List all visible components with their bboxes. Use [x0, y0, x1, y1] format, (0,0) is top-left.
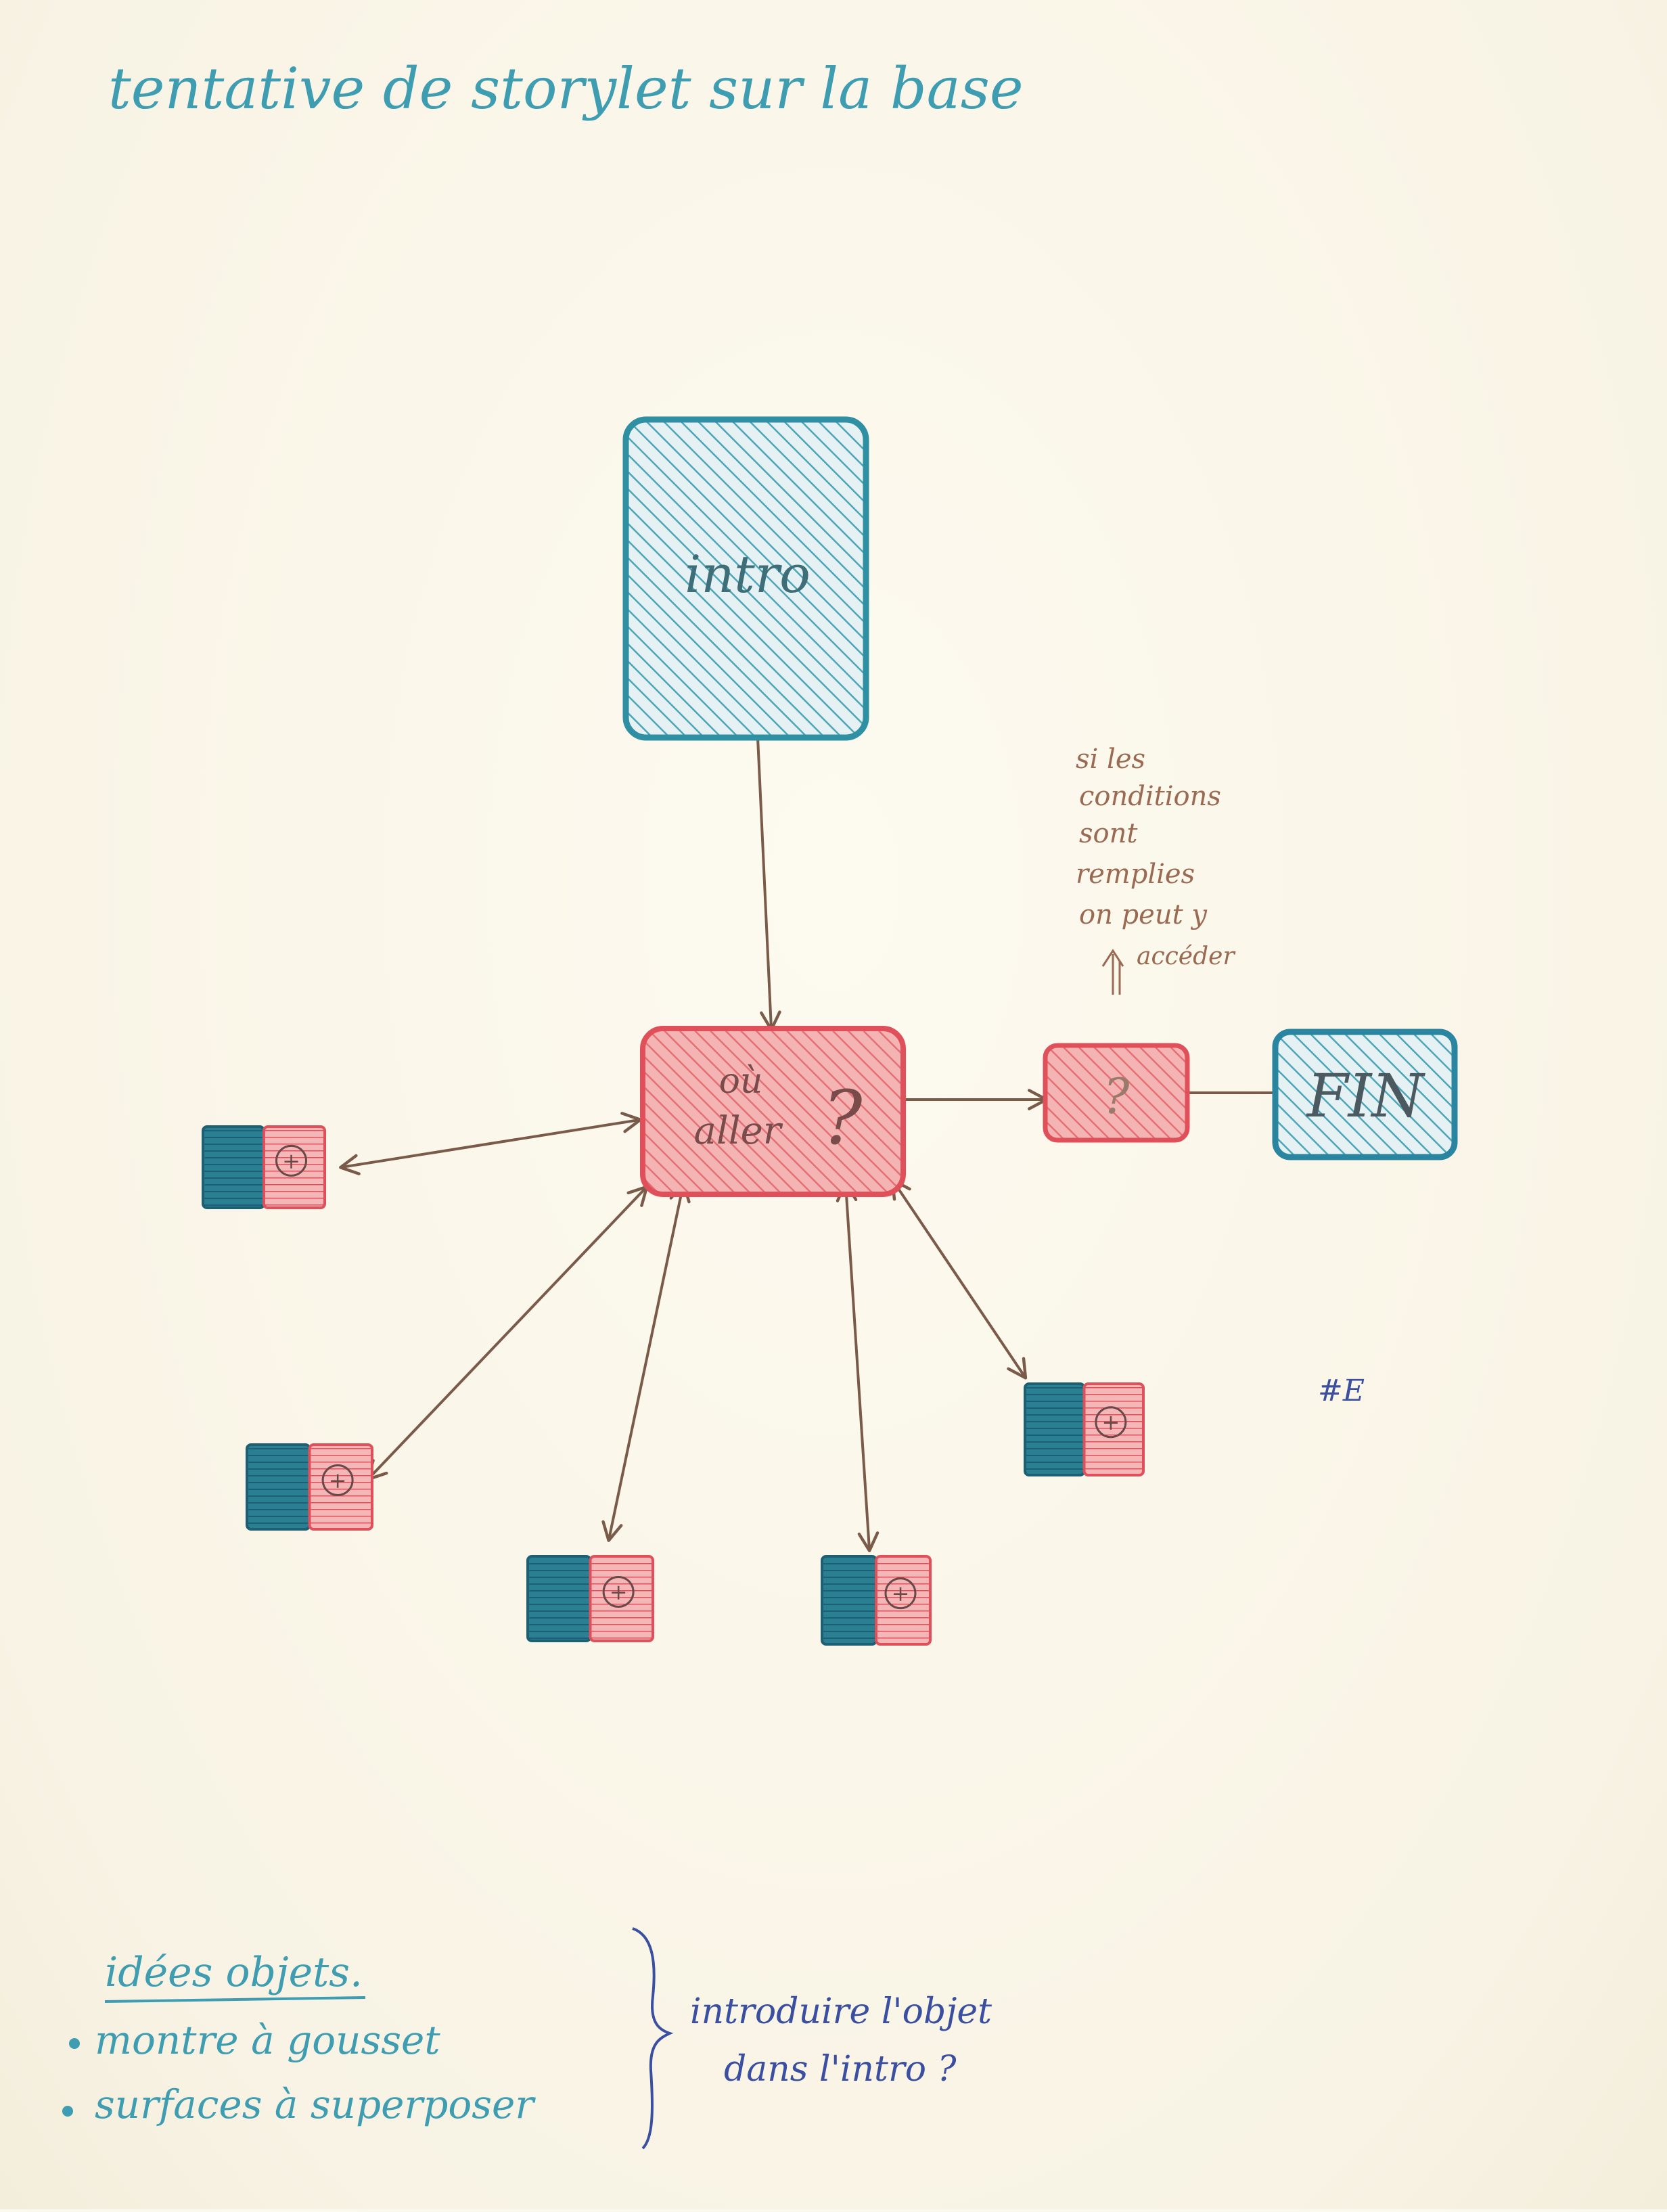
object-card-red-half	[1082, 1382, 1145, 1476]
end-label: FIN	[1306, 1061, 1426, 1131]
edge-hub-object-2	[366, 1185, 649, 1481]
object-card: +	[202, 1125, 326, 1209]
object-card-symbol: +	[282, 1148, 300, 1173]
circled-plus-icon	[884, 1577, 917, 1610]
gate-note-line: on peut y	[1079, 899, 1208, 930]
gate-note-line: si les	[1076, 744, 1145, 775]
end-node: FIN	[1272, 1029, 1458, 1160]
object-card-red-half	[308, 1443, 373, 1531]
heading-underline	[104, 1996, 366, 2003]
hub-label-line1: où	[719, 1061, 763, 1102]
object-card-symbol: +	[1101, 1409, 1120, 1435]
circled-plus-icon	[275, 1144, 307, 1177]
circled-plus-icon	[602, 1576, 635, 1608]
margin-mark: #E	[1318, 1374, 1365, 1408]
edge-intro-to-hub	[756, 736, 781, 1031]
object-card-teal-half	[526, 1555, 592, 1642]
gate-note-line: conditions	[1079, 781, 1221, 812]
hub-node: où aller ?	[640, 1026, 906, 1197]
object-ideas-notes: idées objets. montre à gousset surfaces …	[62, 1927, 992, 2150]
gate-note-line: accéder	[1137, 943, 1235, 970]
intro-node: intro	[622, 416, 869, 741]
object-card: +	[1024, 1382, 1145, 1476]
intro-label: intro	[685, 544, 810, 604]
curly-brace-icon	[632, 1927, 674, 2150]
object-card: +	[821, 1555, 932, 1646]
gate-note-line: remplies	[1076, 859, 1195, 890]
object-card-teal-half	[1024, 1382, 1086, 1476]
object-card-red-half	[262, 1125, 326, 1209]
object-card-teal-half	[821, 1555, 877, 1646]
object-cards: + + + + +	[202, 1125, 1145, 1646]
object-card-red-half	[589, 1555, 654, 1642]
object-card-teal-half	[246, 1443, 311, 1531]
gate-note-line: sont	[1079, 818, 1138, 849]
notes-item: montre à gousset	[95, 2017, 440, 2063]
object-card-symbol: +	[329, 1468, 347, 1493]
object-card-symbol: +	[610, 1579, 628, 1605]
gate-label: ?	[1103, 1068, 1130, 1125]
up-arrow-icon	[1101, 949, 1124, 995]
circled-plus-icon	[1095, 1406, 1127, 1439]
notes-aside-line2: dans l'intro ?	[724, 2049, 957, 2090]
bullet-icon	[62, 2106, 73, 2117]
notes-item: surfaces à superposer	[95, 2081, 536, 2127]
notes-heading: idées objets.	[105, 1949, 363, 1996]
object-card-red-half	[875, 1555, 932, 1646]
edge-hub-object-3	[601, 1181, 691, 1542]
hub-question-mark: ?	[823, 1075, 863, 1161]
edge-hub-object-4	[836, 1181, 880, 1552]
edge-hub-object-5	[890, 1178, 1028, 1380]
gate-node: ?	[1043, 1043, 1190, 1143]
circled-plus-icon	[321, 1464, 354, 1496]
gate-note: si les conditions sont remplies on peut …	[1076, 744, 1235, 995]
page-title: tentative de storylet sur la base	[108, 55, 1024, 122]
object-card: +	[246, 1443, 373, 1531]
edge-hub-object-1	[339, 1112, 642, 1175]
object-card-teal-half	[202, 1125, 265, 1209]
edges	[339, 736, 1277, 1552]
notes-aside-line1: introduire l'objet	[690, 1991, 992, 2032]
hub-label-line2: aller	[693, 1109, 783, 1153]
object-card: +	[526, 1555, 654, 1642]
bullet-icon	[69, 2038, 80, 2049]
object-card-symbol: +	[892, 1581, 910, 1606]
